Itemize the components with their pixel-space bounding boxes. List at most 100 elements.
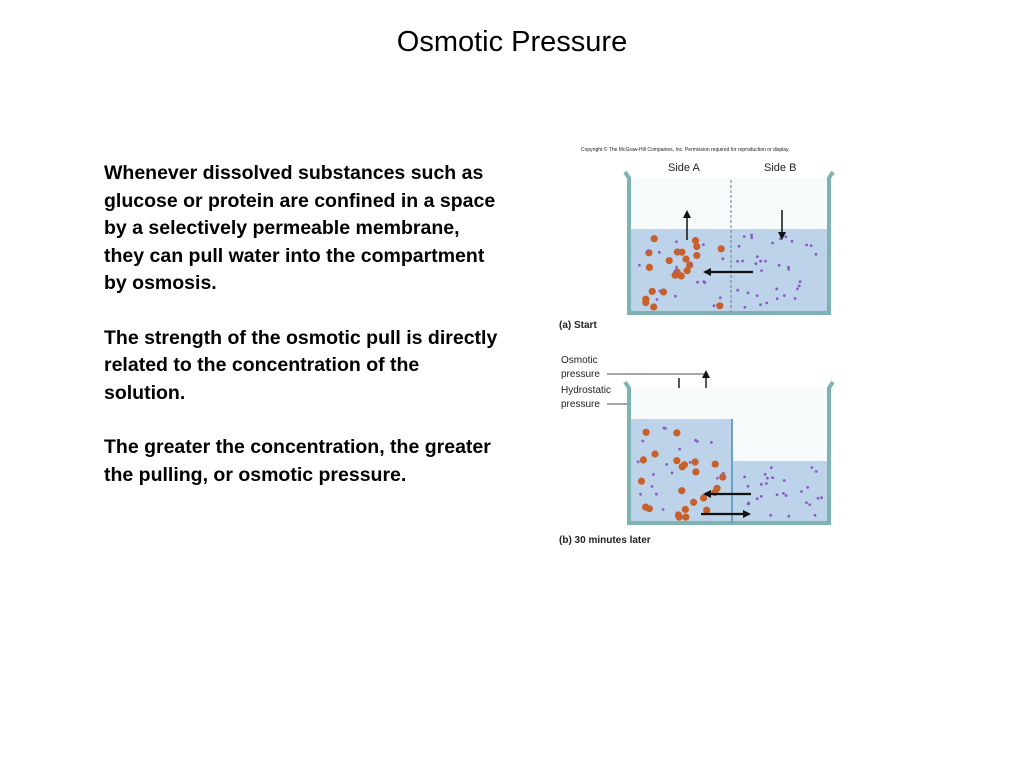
beaker-30-minutes: (b) 30 minutes later [559,380,835,546]
paragraph-concentration: The greater the concentration, the great… [104,436,491,486]
protein-particle [690,498,698,506]
small-solute-particle [769,466,773,470]
caption-30-minutes: (b) 30 minutes later [559,535,651,546]
protein-particle [645,263,653,271]
slide-title: Osmotic Pressure [396,26,628,58]
small-solute-particle [755,497,759,501]
protein-particle [642,299,650,307]
small-solute-particle [646,249,649,253]
small-solute-particle [790,239,794,243]
protein-particle [648,287,656,295]
caption-start: (a) Start [559,320,597,331]
protein-particle [719,473,727,481]
small-solute-particle [665,463,669,466]
small-solute-particle [765,482,768,485]
small-solute-particle [759,495,763,498]
solute-particles [638,233,818,311]
small-solute-particle [806,486,809,489]
small-solute-particle [661,508,665,511]
small-solute-particle [673,269,677,273]
small-solute-particle [639,492,642,496]
hydrostatic-pressure-label: pressure [561,399,600,410]
small-solute-particle [736,259,739,263]
protein-particle [703,506,711,514]
protein-particle [671,271,679,279]
protein-particle [650,303,658,311]
small-solute-particle [702,280,706,284]
protein-particle [673,457,681,465]
protein-particle [700,494,708,502]
beaker-wall [623,170,835,315]
small-solute-particle [636,460,640,464]
small-solute-particle [658,289,662,293]
small-solute-particle [787,514,791,518]
small-solute-particle [664,427,667,430]
protein-particle [692,468,700,476]
small-solute-particle [675,240,678,243]
small-solute-particle [741,259,744,263]
small-solute-particle [675,265,678,269]
osmosis-figure: Copyright © The McGraw-Hill Companies, I… [555,140,845,560]
protein-particle [659,288,668,296]
small-solute-particle [769,513,772,517]
small-solute-particle [688,461,692,464]
small-solute-particle [800,490,803,493]
protein-particle [650,235,658,243]
protein-particle [716,302,724,310]
small-solute-particle [820,496,823,500]
small-solute-particle [755,294,759,297]
small-solute-particle [810,466,814,469]
small-solute-particle [655,298,659,301]
small-solute-particle [657,250,661,254]
small-solute-particle [754,262,758,266]
protein-particle [678,487,686,495]
side-a-label: Side A [668,162,700,174]
protein-particle [639,456,647,464]
small-solute-particle [712,304,716,308]
small-solute-particle [805,243,808,247]
paragraph-strength: The strength of the osmotic pull is dire… [104,326,498,404]
osmosis-diagram: Copyright © The McGraw-Hill Companies, I… [559,146,835,546]
small-solute-particle [777,263,781,267]
small-solute-particle [775,287,779,291]
protein-particle [675,513,683,521]
protein-particle [645,249,653,257]
small-solute-particle [766,476,769,480]
small-solute-particle [763,472,767,476]
small-solute-particle [718,296,722,300]
small-solute-particle [747,501,750,505]
small-solute-particle [670,471,674,475]
beaker-wall [623,380,835,525]
small-solute-particle [721,257,725,261]
small-solute-particle [760,269,763,272]
small-solute-particle [793,297,797,300]
small-solute-particle [695,440,699,443]
small-solute-particle [689,262,692,266]
small-solute-particle [771,241,774,245]
small-solute-particle [797,284,801,288]
small-solute-particle [775,297,779,301]
small-solute-particle [696,280,699,284]
protein-particle [682,513,690,521]
small-solute-particle [782,294,786,297]
protein-particle [681,505,689,513]
small-solute-particle [787,267,791,271]
small-solute-particle [650,485,654,488]
small-solute-particle [782,492,785,495]
small-solute-particle [759,259,762,263]
paragraph-osmosis: Whenever dissolved substances such as gl… [104,162,496,294]
small-solute-particle [750,233,753,237]
beaker-start: Side A Side B (a) Start [559,162,835,331]
protein-particle [665,257,673,265]
small-solute-particle [746,291,750,295]
small-solute-particle [736,288,740,292]
small-solute-particle [750,236,754,240]
protein-particle [711,460,719,468]
small-solute-particle [641,439,645,443]
small-solute-particle [784,494,788,497]
hydrostatic-pressure-label: Hydrostatic [561,385,611,396]
protein-particle [678,463,686,471]
small-solute-particle [674,294,677,298]
small-solute-particle [759,482,763,486]
small-solute-particle [796,287,799,291]
